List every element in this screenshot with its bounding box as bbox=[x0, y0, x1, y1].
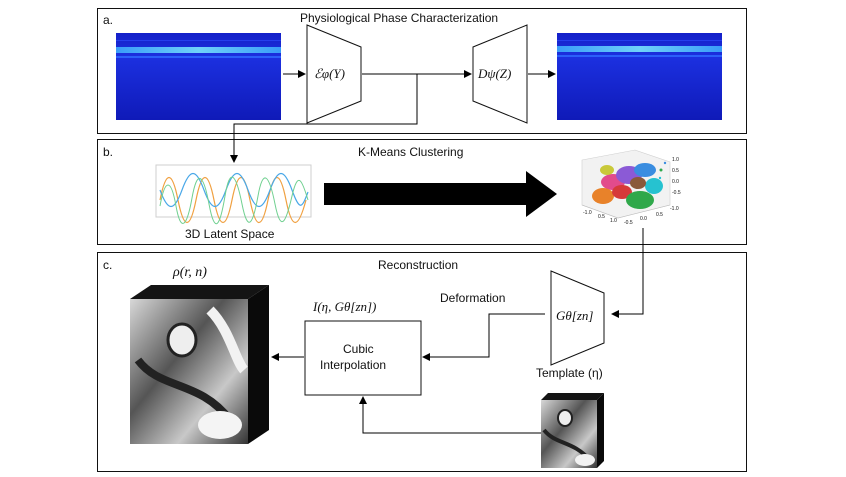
template-cube bbox=[541, 393, 604, 468]
latent-space-label: 3D Latent Space bbox=[185, 227, 275, 241]
scatter-tick: 0.5 bbox=[656, 212, 663, 218]
panel-c bbox=[97, 252, 747, 472]
panel-b-letter: b. bbox=[103, 145, 114, 159]
output-volume-cube bbox=[130, 285, 269, 444]
panel-c-title: Reconstruction bbox=[378, 258, 459, 272]
interp-line-1: Cubic bbox=[343, 342, 374, 356]
output-heatmap bbox=[557, 33, 722, 120]
arrow-to-generator bbox=[611, 252, 644, 318]
arrow-deformation bbox=[422, 313, 545, 361]
decoder-label: Dψ(Z) bbox=[478, 66, 512, 81]
interp-line-2: Interpolation bbox=[320, 358, 387, 372]
scatter-tick: -0.5 bbox=[624, 220, 633, 226]
panel-a-letter: a. bbox=[103, 13, 114, 27]
arrow-template-to-interp bbox=[359, 396, 541, 434]
generator-block bbox=[550, 270, 605, 366]
panel-b bbox=[97, 139, 747, 245]
panel-c-letter: c. bbox=[103, 258, 113, 272]
panel-b-title: K-Means Clustering bbox=[358, 145, 464, 159]
decoder-block bbox=[472, 24, 528, 124]
latent-signal-plot bbox=[155, 164, 312, 225]
input-heatmap bbox=[116, 33, 281, 120]
interpolation-box bbox=[304, 320, 422, 396]
encoder-block bbox=[306, 24, 362, 124]
scatter-tick: 0.5 bbox=[598, 214, 605, 220]
scatter-tick: 0.5 bbox=[672, 168, 679, 174]
deformation-label: Deformation bbox=[440, 291, 506, 305]
generator-label: Gθ[zn] bbox=[556, 308, 594, 323]
cluster-scatter-3d bbox=[581, 149, 671, 219]
encoder-label: ℰφ(Y) bbox=[314, 66, 345, 81]
arrow-latent-to-panel-b bbox=[230, 74, 418, 163]
clustering-arrow bbox=[324, 171, 557, 217]
scatter-tick: 0.0 bbox=[640, 216, 647, 222]
scatter-tick: 1.0 bbox=[610, 218, 617, 224]
scatter-tick: -0.5 bbox=[672, 190, 681, 196]
panel-a bbox=[97, 8, 747, 134]
interp-expression: I(η, Gθ[zn]) bbox=[313, 299, 377, 314]
panel-a-title: Physiological Phase Characterization bbox=[300, 11, 499, 25]
volume-label: ρ(r, n) bbox=[173, 265, 207, 280]
scatter-tick: 1.0 bbox=[672, 157, 679, 163]
template-label: Template (η) bbox=[536, 366, 603, 380]
scatter-tick: -1.0 bbox=[583, 210, 592, 216]
scatter-tick: -1.0 bbox=[670, 206, 679, 212]
scatter-tick: 0.0 bbox=[672, 179, 679, 185]
